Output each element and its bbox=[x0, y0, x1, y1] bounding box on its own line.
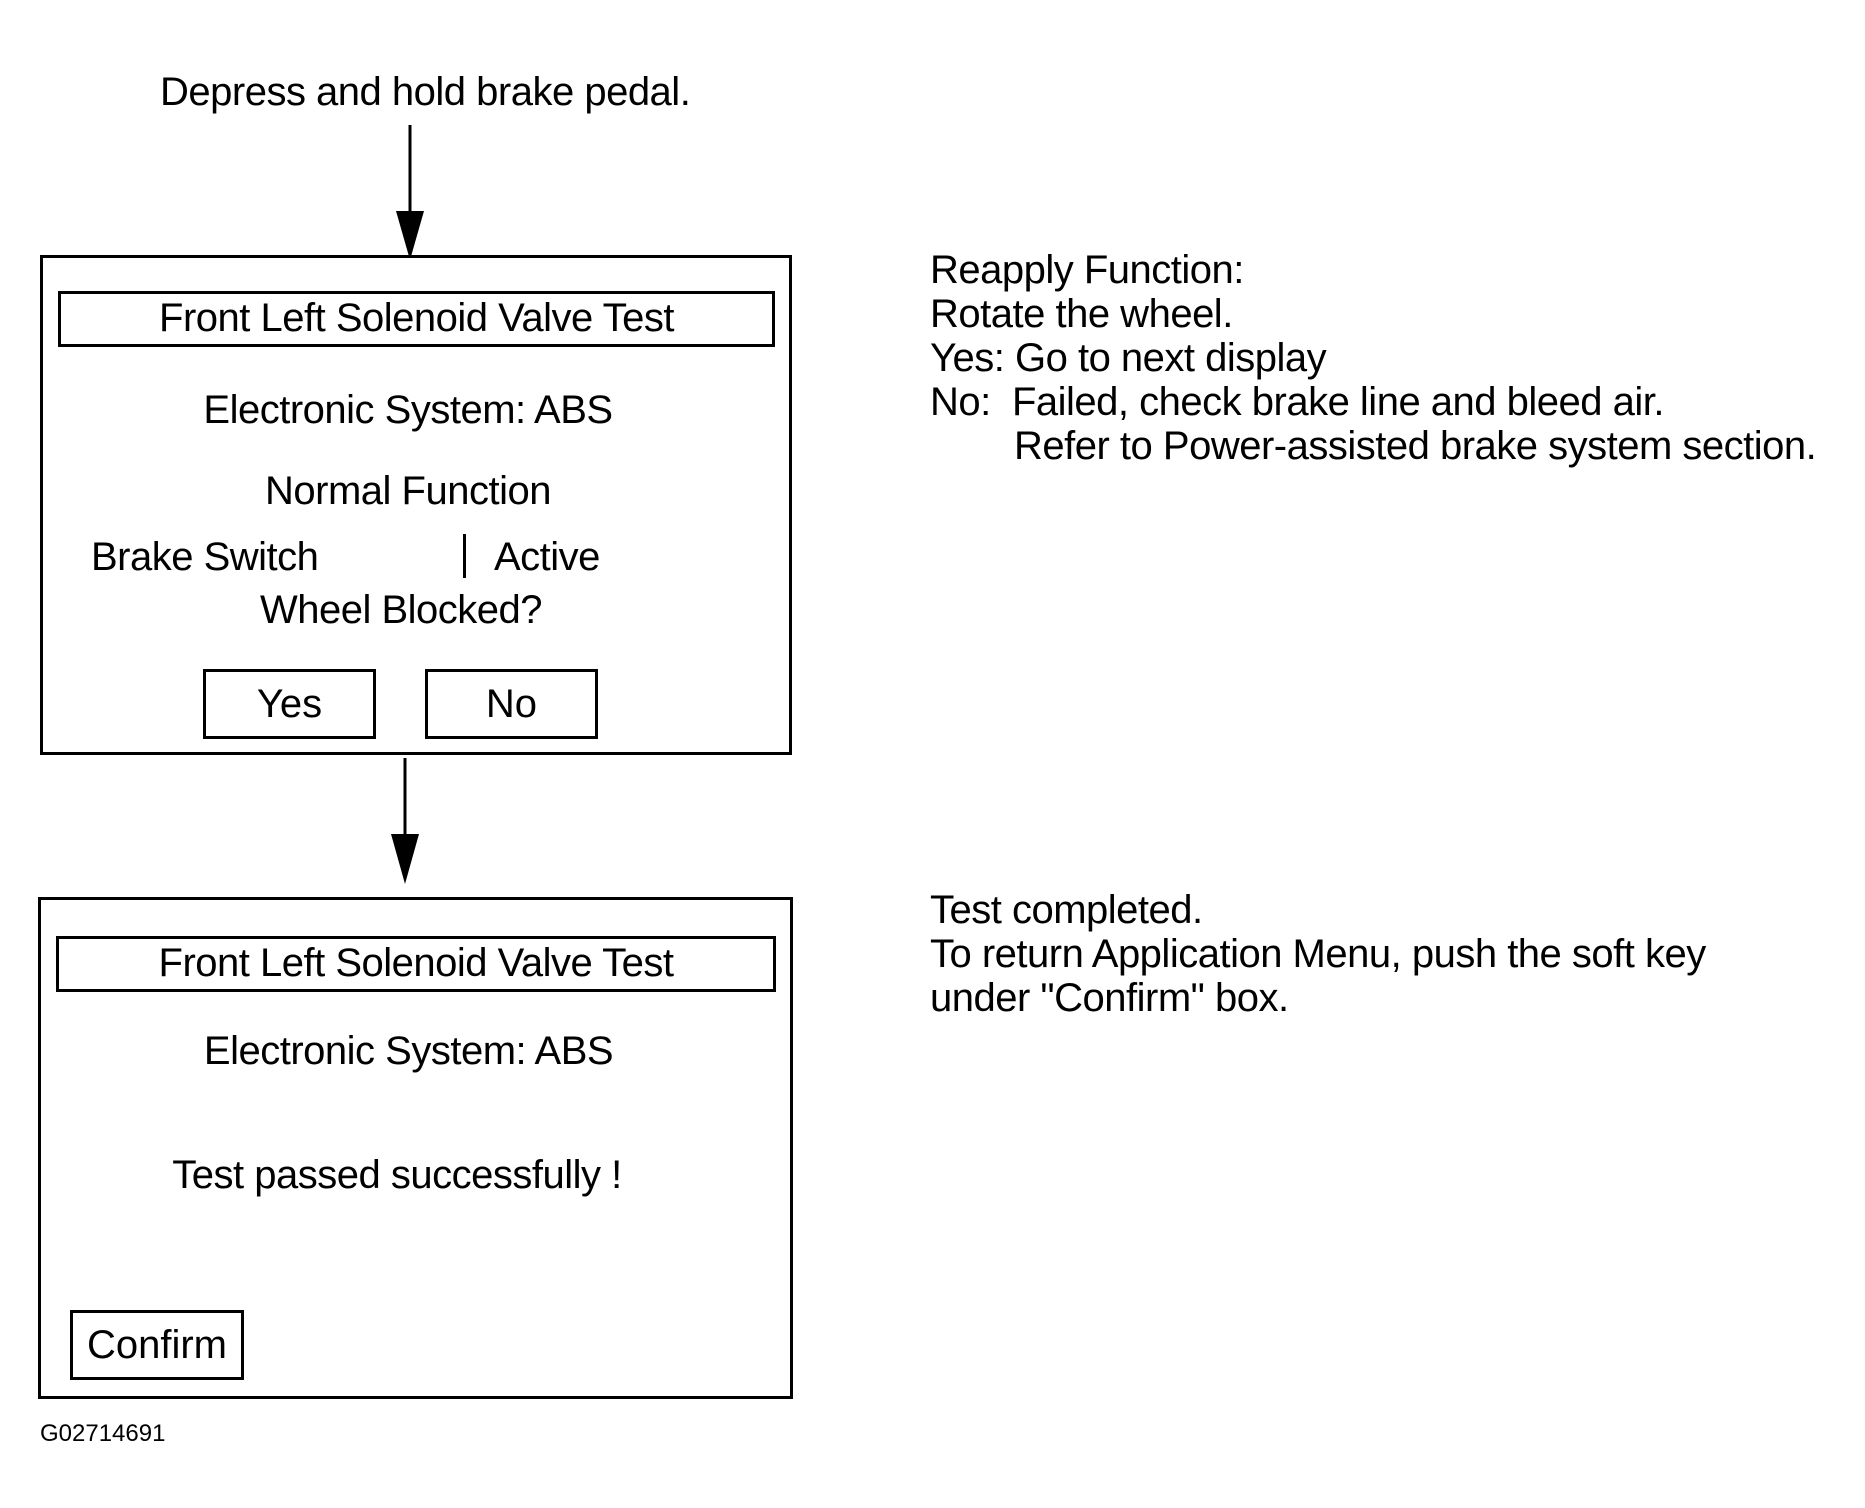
figure-id: G02714691 bbox=[40, 1420, 166, 1447]
question-label: Wheel Blocked? bbox=[259, 588, 543, 632]
result-message: Test passed successfully ! bbox=[172, 1153, 622, 1197]
screen-title: Front Left Solenoid Valve Test bbox=[56, 936, 776, 992]
confirm-button[interactable]: Confirm bbox=[70, 1310, 244, 1380]
note-line: Refer to Power-assisted brake system sec… bbox=[1014, 424, 1817, 468]
no-button[interactable]: No bbox=[425, 669, 598, 739]
flow-arrow-1 bbox=[396, 125, 424, 260]
note-line: Test completed. bbox=[930, 888, 1203, 932]
flow-arrow-2 bbox=[391, 758, 419, 884]
note-line: under "Confirm" box. bbox=[930, 976, 1289, 1020]
screen-wheel-blocked: Front Left Solenoid Valve Test Electroni… bbox=[40, 255, 792, 755]
note-line: To return Application Menu, push the sof… bbox=[930, 932, 1706, 976]
param-divider bbox=[463, 534, 466, 578]
note-line: No: Failed, check brake line and bleed a… bbox=[930, 380, 1665, 424]
yes-button[interactable]: Yes bbox=[203, 669, 376, 739]
mode-label: Normal Function bbox=[265, 469, 551, 513]
system-label: Electronic System: ABS bbox=[203, 388, 613, 432]
screen-title: Front Left Solenoid Valve Test bbox=[58, 291, 775, 347]
note-line: Rotate the wheel. bbox=[930, 292, 1233, 336]
note-line: Yes: Go to next display bbox=[930, 336, 1327, 380]
system-label: Electronic System: ABS bbox=[203, 1029, 614, 1073]
param-value: Active bbox=[494, 535, 600, 579]
screen1-notes: Reapply Function: Rotate the wheel. Yes:… bbox=[930, 248, 1817, 468]
screen2-notes: Test completed. To return Application Me… bbox=[930, 888, 1706, 1020]
screen-test-passed: Front Left Solenoid Valve Test Electroni… bbox=[38, 897, 793, 1399]
intro-instruction: Depress and hold brake pedal. bbox=[160, 70, 691, 114]
note-line: Reapply Function: bbox=[930, 248, 1244, 292]
param-label: Brake Switch bbox=[91, 535, 319, 579]
